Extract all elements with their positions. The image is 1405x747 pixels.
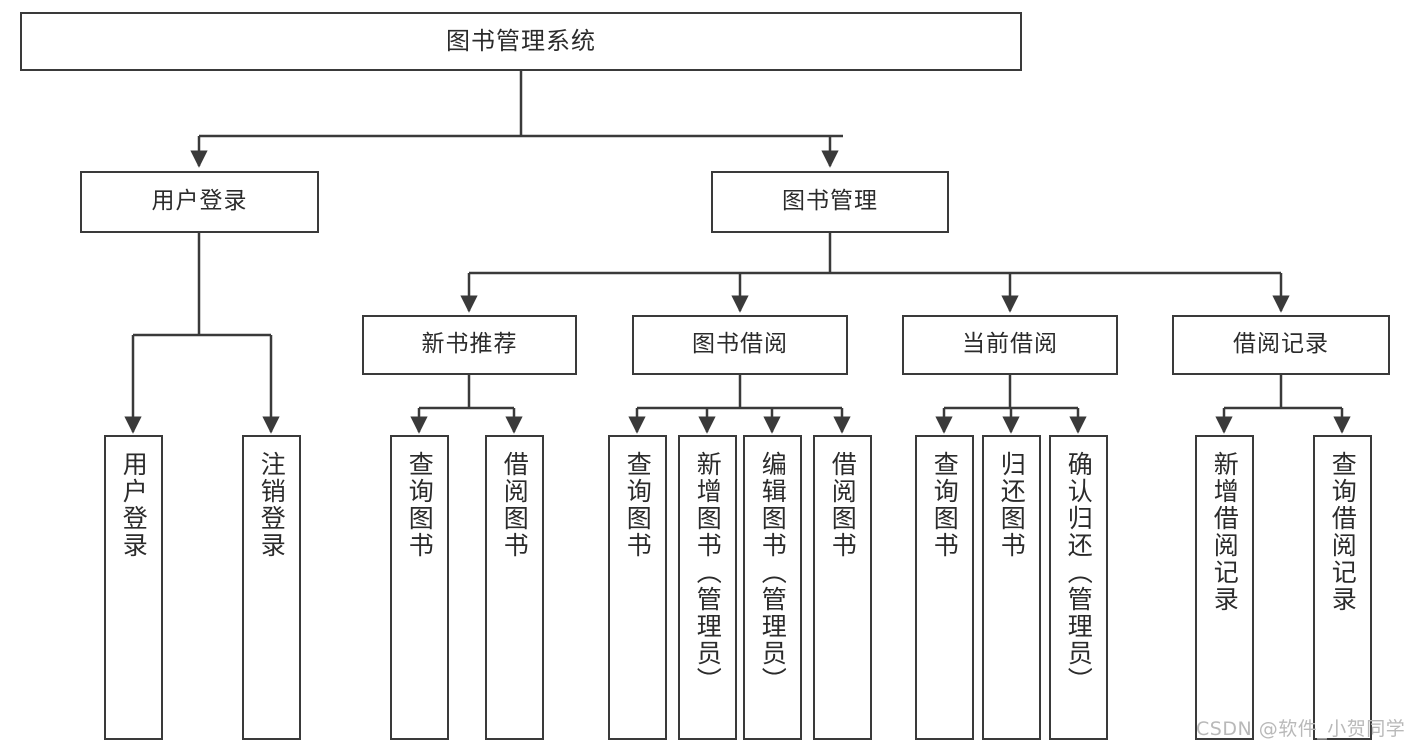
node-leaf-query-book-2[interactable]: 查询图书 <box>608 435 667 740</box>
node-leaf-query-record[interactable]: 查询借阅记录 <box>1313 435 1372 740</box>
node-leaf-borrow-book-2-label: 借阅图书 <box>828 451 858 559</box>
node-leaf-logout[interactable]: 注销登录 <box>242 435 301 740</box>
node-book-manage-label: 图书管理 <box>782 188 878 215</box>
node-root-label: 图书管理系统 <box>446 27 596 56</box>
node-leaf-query-book-1[interactable]: 查询图书 <box>390 435 449 740</box>
node-borrow-record-label: 借阅记录 <box>1233 331 1329 358</box>
node-current-borrow[interactable]: 当前借阅 <box>902 315 1118 375</box>
node-leaf-borrow-book-2[interactable]: 借阅图书 <box>813 435 872 740</box>
node-user-login[interactable]: 用户登录 <box>80 171 319 233</box>
node-leaf-confirm-return-label: 确认归还（管理员） <box>1064 451 1094 694</box>
node-leaf-edit-book-label: 编辑图书（管理员） <box>758 451 788 694</box>
node-book-borrow-label: 图书借阅 <box>692 331 788 358</box>
node-leaf-query-record-label: 查询借阅记录 <box>1328 451 1358 613</box>
node-root[interactable]: 图书管理系统 <box>20 12 1022 71</box>
node-user-login-label: 用户登录 <box>151 188 248 215</box>
node-leaf-logout-label: 注销登录 <box>257 451 287 559</box>
node-leaf-query-book-3[interactable]: 查询图书 <box>915 435 974 740</box>
node-leaf-borrow-book-1-label: 借阅图书 <box>500 451 530 559</box>
node-leaf-query-book-2-label: 查询图书 <box>623 451 653 559</box>
node-leaf-add-book[interactable]: 新增图书（管理员） <box>678 435 737 740</box>
node-leaf-edit-book[interactable]: 编辑图书（管理员） <box>743 435 802 740</box>
node-leaf-add-record[interactable]: 新增借阅记录 <box>1195 435 1254 740</box>
node-new-book-rec-label: 新书推荐 <box>421 331 518 358</box>
node-leaf-user-login-label: 用户登录 <box>119 451 149 559</box>
node-book-borrow[interactable]: 图书借阅 <box>632 315 848 375</box>
node-new-book-rec[interactable]: 新书推荐 <box>362 315 577 375</box>
node-book-manage[interactable]: 图书管理 <box>711 171 949 233</box>
node-current-borrow-label: 当前借阅 <box>962 331 1058 358</box>
node-leaf-user-login[interactable]: 用户登录 <box>104 435 163 740</box>
node-leaf-confirm-return[interactable]: 确认归还（管理员） <box>1049 435 1108 740</box>
csdn-watermark: CSDN @软件_小贺同学 <box>1196 718 1405 740</box>
node-borrow-record[interactable]: 借阅记录 <box>1172 315 1390 375</box>
node-leaf-return-book-label: 归还图书 <box>997 451 1027 559</box>
node-leaf-add-record-label: 新增借阅记录 <box>1210 451 1240 613</box>
node-leaf-query-book-3-label: 查询图书 <box>930 451 960 559</box>
node-leaf-query-book-1-label: 查询图书 <box>405 451 435 559</box>
node-leaf-add-book-label: 新增图书（管理员） <box>693 451 723 694</box>
node-leaf-return-book[interactable]: 归还图书 <box>982 435 1041 740</box>
node-leaf-borrow-book-1[interactable]: 借阅图书 <box>485 435 544 740</box>
